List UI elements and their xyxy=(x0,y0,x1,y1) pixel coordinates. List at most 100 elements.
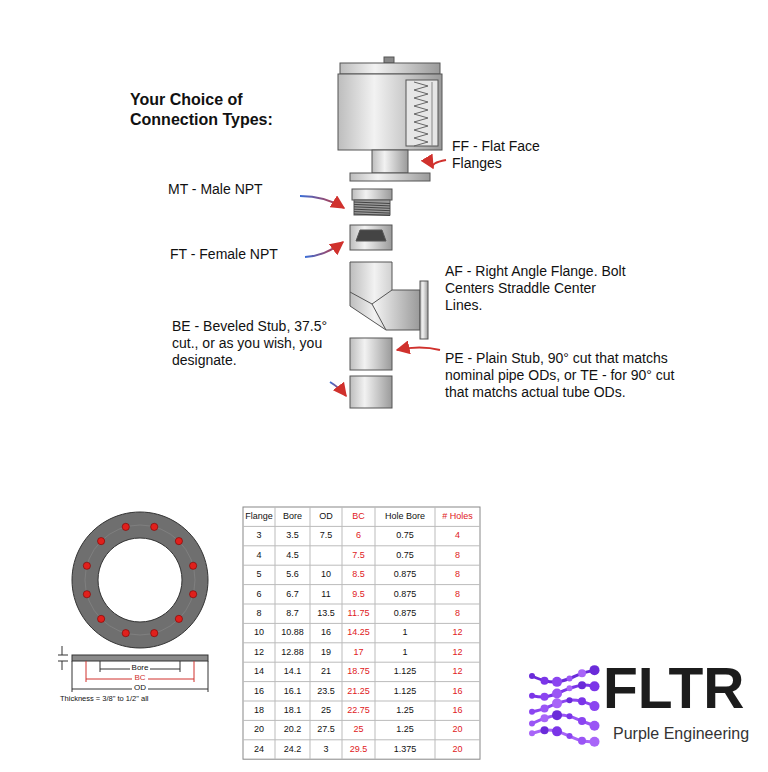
table-cell: 24.2 xyxy=(275,744,310,755)
table-cell: 3 xyxy=(310,744,342,755)
logo-dot xyxy=(590,701,600,711)
bolt-hole xyxy=(83,591,90,598)
table-cell: 6 xyxy=(243,589,275,600)
pleat-edge xyxy=(432,82,433,146)
table-cell: 1 xyxy=(375,647,435,658)
callout-label: PE - Plain Stub, 90° cut that matchs nom… xyxy=(445,350,685,400)
female-npt-fitting xyxy=(350,225,392,250)
table-cell: 20.2 xyxy=(275,724,310,735)
logo-dot xyxy=(567,697,573,703)
table-cell: 16 xyxy=(435,686,480,697)
bolt-hole xyxy=(151,630,158,637)
plain-stub xyxy=(350,338,392,370)
logo-text: FLTR xyxy=(603,660,763,717)
table-cell: 10 xyxy=(310,569,342,580)
thread-line xyxy=(354,207,390,209)
beveled-stub xyxy=(350,376,392,408)
bolt-hole xyxy=(98,538,105,545)
table-rule xyxy=(243,604,480,605)
table-rule xyxy=(243,739,480,740)
logo-dot xyxy=(590,737,600,747)
table-header: Flange xyxy=(243,511,275,522)
table-rule xyxy=(243,584,480,585)
table-cell: 6.7 xyxy=(275,589,310,600)
table-cell: 11.75 xyxy=(342,608,375,619)
logo-dot xyxy=(552,689,562,699)
logo-dot xyxy=(578,697,586,705)
table-header: Bore xyxy=(275,511,310,522)
table-cell: 8 xyxy=(243,608,275,619)
bolt-hole xyxy=(190,562,197,569)
thread-line xyxy=(354,209,390,211)
table-cell: 0.875 xyxy=(375,608,435,619)
table-cell: 14.1 xyxy=(275,666,310,677)
table-rule xyxy=(375,507,376,759)
logo-dot xyxy=(567,685,573,691)
logo-dot xyxy=(567,713,573,719)
table-cell: 8 xyxy=(435,569,480,580)
table-rule xyxy=(275,507,276,759)
logo-dot xyxy=(552,677,562,687)
male-npt-fitting xyxy=(352,189,392,216)
dimension-label: BC xyxy=(132,673,147,683)
table-header: BC xyxy=(342,511,375,522)
bolt-hole xyxy=(98,615,105,622)
table-rule xyxy=(342,507,343,759)
callout-label: MT - Male NPT xyxy=(168,181,298,198)
table-cell: 5.6 xyxy=(275,569,310,580)
table-cell: 25 xyxy=(310,705,342,716)
table-cell: 16.1 xyxy=(275,686,310,697)
table-cell: 6 xyxy=(342,530,375,541)
bolt-hole xyxy=(83,562,90,569)
logo-dot xyxy=(578,717,586,725)
table-cell: 4 xyxy=(243,550,275,561)
table-cell: 8 xyxy=(435,550,480,561)
table-cell: 23.5 xyxy=(310,686,342,697)
table-cell: 0.875 xyxy=(375,589,435,600)
callout-label: AF - Right Angle Flange. Bolt Centers St… xyxy=(445,263,635,313)
table-cell: 13.5 xyxy=(310,608,342,619)
table-cell: 18.1 xyxy=(275,705,310,716)
thread-line xyxy=(354,212,390,214)
logo-dot xyxy=(529,721,535,727)
table-cell: 22.75 xyxy=(342,705,375,716)
table-rule xyxy=(243,623,480,624)
bolt-hole xyxy=(151,523,158,530)
bolt-hole xyxy=(175,615,182,622)
table-cell: 27.5 xyxy=(310,724,342,735)
table-cell: 21.25 xyxy=(342,686,375,697)
table-cell: 8 xyxy=(435,608,480,619)
table-cell: 18.75 xyxy=(342,666,375,677)
logo-dot xyxy=(578,737,586,745)
filter-pleats xyxy=(414,82,428,146)
flange-face xyxy=(72,512,208,648)
table-rule xyxy=(435,507,436,759)
table-rule xyxy=(243,701,480,702)
table-cell: 5 xyxy=(243,569,275,580)
table-cell: 10.88 xyxy=(275,627,310,638)
table-cell: 16 xyxy=(243,686,275,697)
pointer-arrows xyxy=(300,160,446,396)
table-cell: 1.125 xyxy=(375,666,435,677)
table-cell: 1.25 xyxy=(375,724,435,735)
logo-dot xyxy=(567,733,573,739)
dimension-label: OD xyxy=(132,683,148,693)
logo-dot xyxy=(567,676,573,682)
table-cell: 16 xyxy=(435,705,480,716)
table-rule xyxy=(243,662,480,663)
logo-dot xyxy=(541,714,549,722)
logo-dot xyxy=(590,665,600,675)
table-cell: 4 xyxy=(435,530,480,541)
table-cell: 11 xyxy=(310,589,342,600)
table-cell: 8.7 xyxy=(275,608,310,619)
logo-dot xyxy=(552,726,562,736)
logo-dot xyxy=(541,705,549,713)
table-header: Hole Bore xyxy=(375,511,435,522)
table-cell: 29.5 xyxy=(342,744,375,755)
thread-line xyxy=(354,204,390,206)
table-rule xyxy=(243,565,480,566)
table-cell: 4.5 xyxy=(275,550,310,561)
logo-dot xyxy=(552,710,562,720)
table-cell: 12 xyxy=(435,627,480,638)
